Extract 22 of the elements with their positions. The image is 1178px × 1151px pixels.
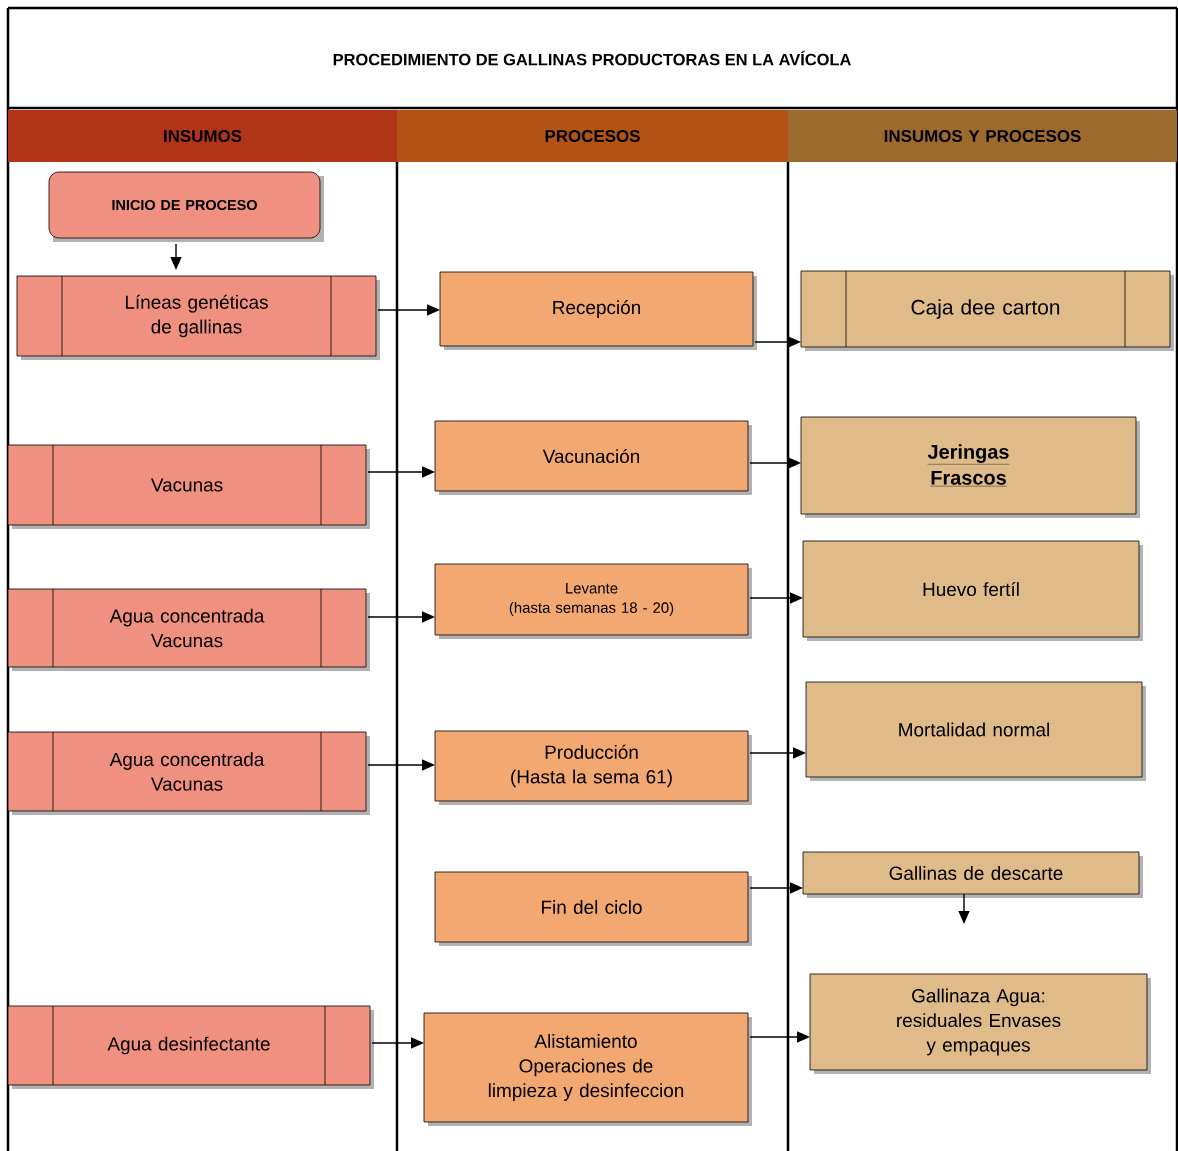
title: PROCEDIMIENTO DE GALLINAS PRODUCTORAS EN LA AVÍCOLA — [333, 50, 851, 66]
input-box: Agua concentrada Vacunas — [7, 588, 367, 668]
process-box: Gallinas de descarte — [802, 851, 1140, 895]
process-box: Recepción — [439, 271, 754, 347]
input-box: Agua concentrada Vacunas — [7, 731, 367, 812]
column-header: PROCESOS — [397, 110, 788, 162]
process-box: Producción (Hasta la sema 61) — [434, 730, 749, 802]
process-box: Huevo fertíl — [802, 540, 1140, 638]
input-box: Caja dee carton — [800, 270, 1171, 348]
process-box: Alistamiento Operaciones de limpieza y desinfeccion — [423, 1012, 749, 1123]
process-box: Jeringas Frascos — [800, 416, 1137, 515]
process-box: Gallinaza Agua: residuales Envases y empaques — [809, 973, 1148, 1071]
input-box: Agua desinfectante — [7, 1005, 371, 1086]
process-box: Mortalidad normal — [805, 681, 1143, 778]
column-header: INSUMOS Y PROCESOS — [788, 110, 1177, 162]
column-header: INSUMOS — [8, 110, 397, 162]
process-box: Fin del ciclo — [434, 871, 749, 943]
process-box: Vacunación — [434, 420, 749, 492]
start-box: INICIO DE PROCESO — [48, 171, 321, 239]
input-box: Líneas genéticas de gallinas — [16, 275, 377, 357]
process-box: Levante (hasta semanas 18 - 20) — [434, 563, 749, 636]
input-box: Vacunas — [7, 444, 367, 526]
